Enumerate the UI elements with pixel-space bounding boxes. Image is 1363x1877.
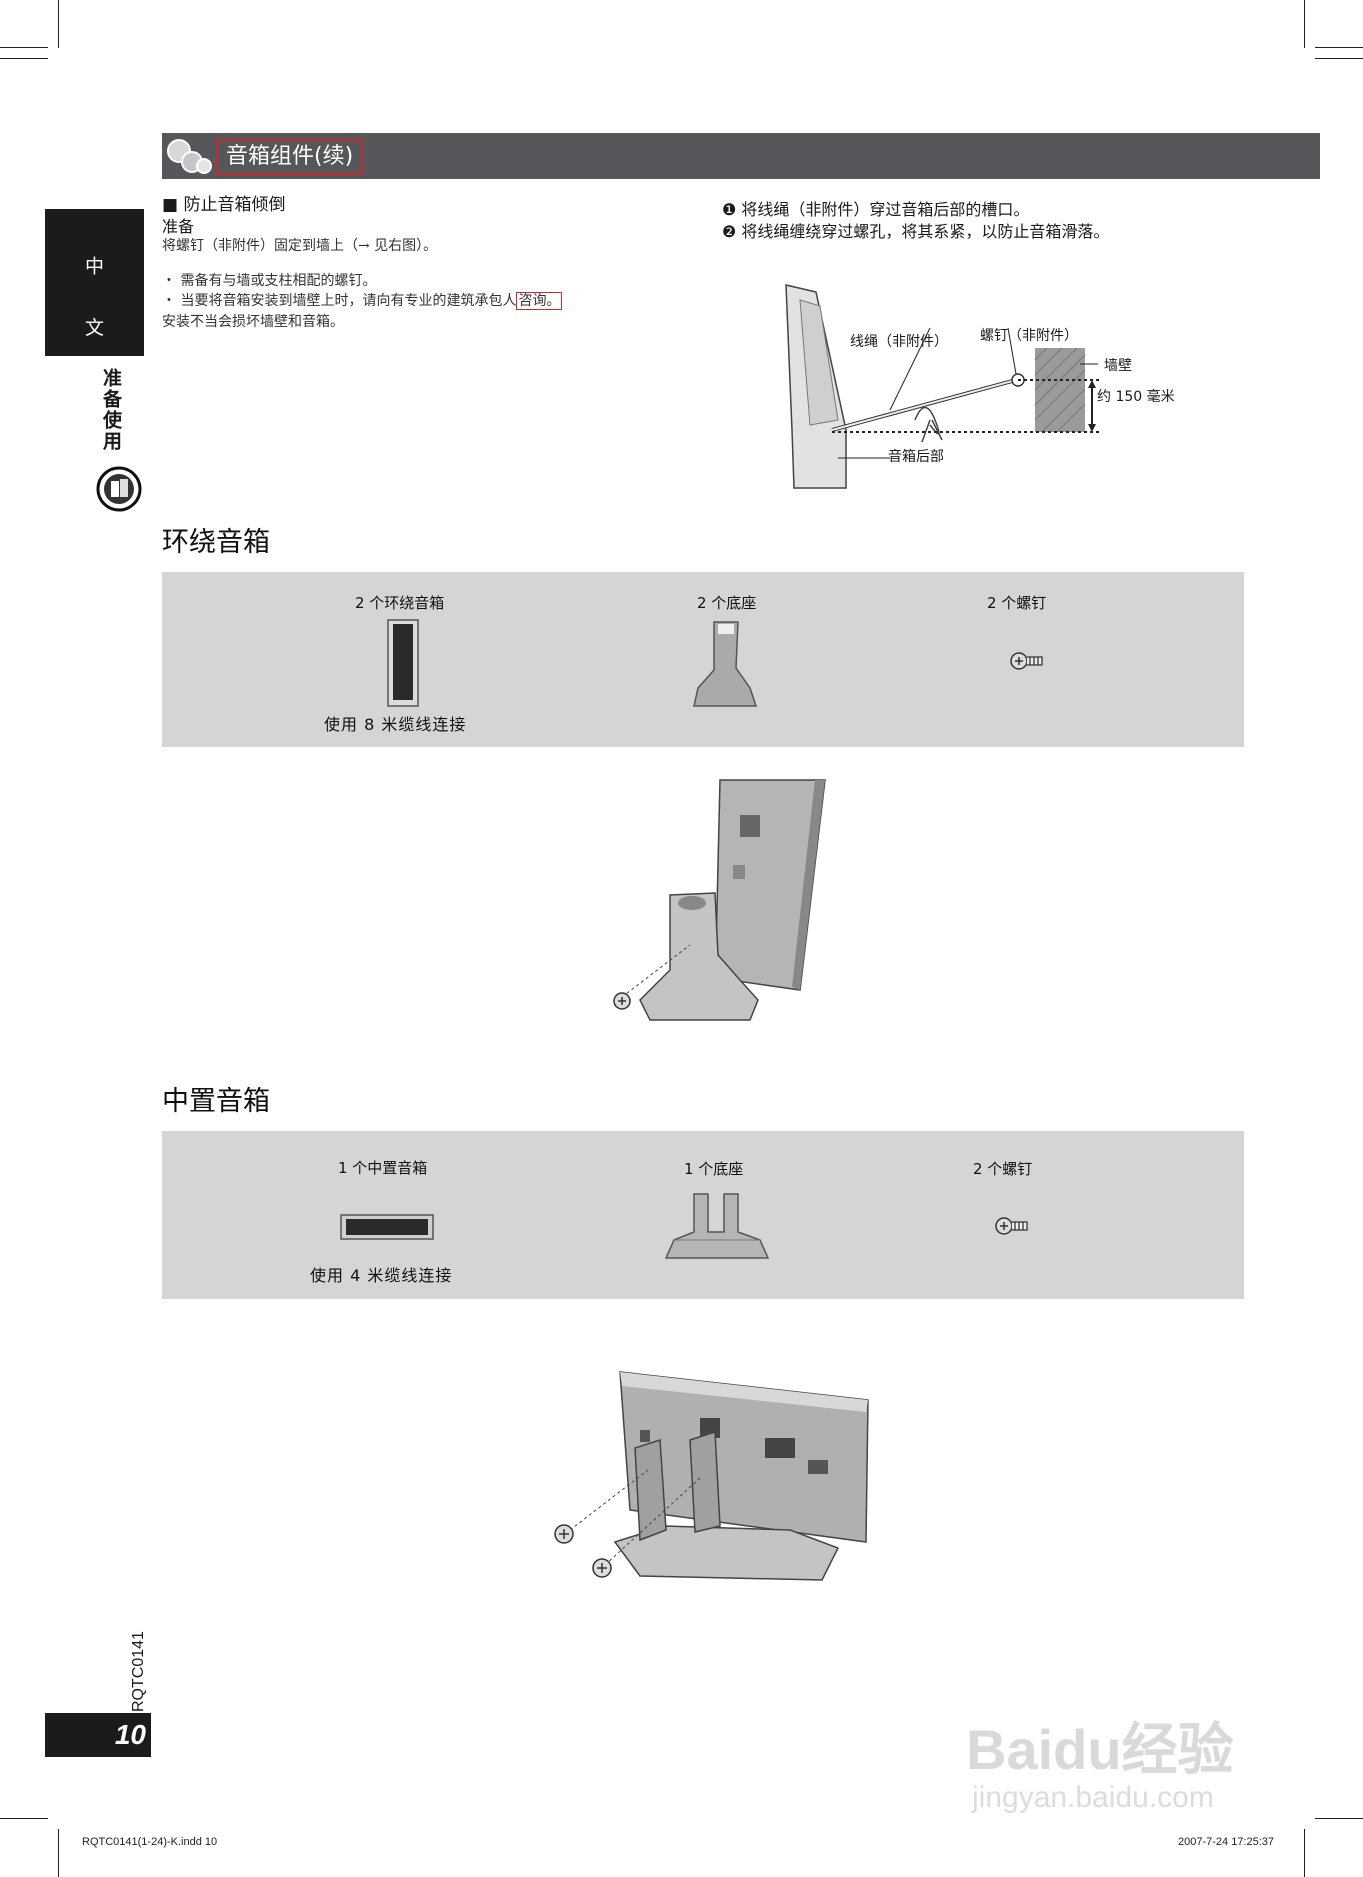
section-label: 准备使用 xyxy=(100,368,122,452)
language-label: 中 文 xyxy=(82,256,104,355)
setup-icon xyxy=(96,466,142,512)
crop-mark xyxy=(1304,1829,1305,1877)
surround-assembly-illustration xyxy=(613,779,826,1021)
center-base-icon xyxy=(664,1193,770,1259)
distance-label: 约 150 毫米 xyxy=(1097,389,1175,405)
surround-parts-panel xyxy=(162,572,1244,747)
prep-text: 将螺钉（非附件）固定到墙上（→ 见右图）。 xyxy=(162,238,438,254)
wall-label: 墙壁 xyxy=(1104,358,1132,374)
watermark-url: jingyan.baidu.com xyxy=(972,1781,1214,1814)
surround-item-speaker: 2 个环绕音箱 xyxy=(355,594,445,612)
crop-mark xyxy=(0,1818,48,1819)
wall-mount-diagram xyxy=(785,284,1100,489)
crop-mark xyxy=(1315,1818,1363,1819)
baidu-watermark: Baidu经验 xyxy=(966,1718,1234,1781)
speaker-balls-icon xyxy=(167,139,212,174)
crop-mark xyxy=(1315,47,1363,48)
step-2: ❷ 将线绳缠绕穿过螺孔，将其系紧，以防止音箱滑落。 xyxy=(722,222,1110,241)
crop-mark xyxy=(1315,58,1363,59)
bullet-1: ・ 需备有与墙或支柱相配的螺钉。 xyxy=(162,273,377,289)
surround-item-screw: 2 个螺钉 xyxy=(987,594,1047,612)
document-code: RQTC0141 xyxy=(130,1631,147,1712)
footer-timestamp: 2007-7-24 17:25:37 xyxy=(1178,1836,1275,1848)
center-item-speaker: 1 个中置音箱 xyxy=(338,1159,428,1177)
page-title: 音箱组件(续) xyxy=(216,139,364,175)
footer-filename: RQTC0141(1-24)-K.indd 10 xyxy=(82,1836,218,1848)
center-speaker-icon xyxy=(340,1214,434,1240)
surround-cable-note: 使用 8 米缆线连接 xyxy=(324,715,467,734)
page-number: 10 xyxy=(114,1719,146,1750)
center-item-base: 1 个底座 xyxy=(684,1160,744,1178)
bullet-2-continued: 安装不当会损坏墙壁和音箱。 xyxy=(162,314,344,330)
screw-label: 螺钉（非附件） xyxy=(980,328,1078,344)
crop-mark xyxy=(1304,0,1305,48)
center-assembly-illustration xyxy=(554,1371,869,1581)
rear-label: 音箱后部 xyxy=(888,449,944,465)
center-item-screw: 2 个螺钉 xyxy=(973,1160,1033,1178)
center-cable-note: 使用 4 米缆线连接 xyxy=(310,1266,453,1285)
surround-base-icon xyxy=(693,621,758,707)
surround-title: 环绕音箱 xyxy=(162,527,270,558)
screw-icon xyxy=(1010,652,1043,670)
screw-icon xyxy=(995,1217,1028,1235)
prep-label: 准备 xyxy=(162,217,195,236)
step-1: ❶ 将线绳（非附件）穿过音箱后部的槽口。 xyxy=(722,200,1030,219)
crop-mark xyxy=(0,58,48,59)
crop-mark xyxy=(58,1829,59,1877)
highlight-box: 咨询。 xyxy=(516,292,563,310)
center-title: 中置音箱 xyxy=(162,1086,270,1117)
surround-item-base: 2 个底座 xyxy=(697,594,757,612)
surround-speaker-icon xyxy=(387,619,419,707)
bullet-2-text: ・ 当要将音箱安装到墙壁上时，请向有专业的建筑承包人 xyxy=(162,293,517,309)
prevent-heading: ■ 防止音箱倾倒 xyxy=(162,195,286,215)
language-tab xyxy=(45,209,144,356)
bullet-2: ・ 当要将音箱安装到墙壁上时，请向有专业的建筑承包人咨询。 xyxy=(162,290,563,310)
page-number-box xyxy=(45,1713,151,1757)
crop-mark xyxy=(0,47,48,48)
crop-mark xyxy=(58,0,59,48)
cord-label: 线绳（非附件） xyxy=(850,334,948,350)
